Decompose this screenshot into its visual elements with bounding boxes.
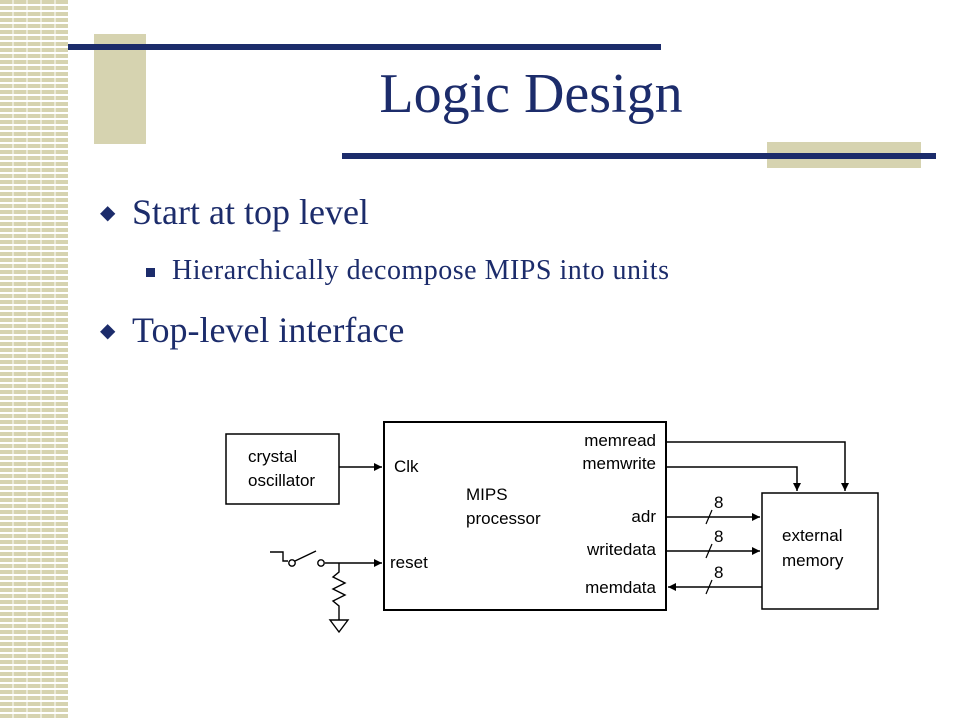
diamond-bullet-icon: ◆	[100, 201, 116, 224]
bullet-item: ◆ Start at top level	[100, 186, 669, 238]
memdata-bus-width: 8	[714, 563, 723, 582]
bullet-text: Top-level interface	[132, 310, 405, 350]
sub-bullet-item: Hierarchically decompose MIPS into units	[100, 238, 669, 304]
memory-label: external	[782, 526, 842, 545]
writedata-port-label: writedata	[586, 540, 657, 559]
bullet-list: ◆ Start at top level Hierarchically deco…	[100, 186, 669, 356]
memwrite-wire	[666, 466, 801, 491]
sub-bullet-text: Hierarchically decompose MIPS into units	[172, 255, 670, 286]
bullet-item: ◆ Top-level interface	[100, 304, 669, 356]
adr-port-label: adr	[631, 507, 656, 526]
memread-port-label: memread	[584, 431, 656, 450]
slide-title: Logic Design	[379, 63, 683, 125]
writedata-bus-slash	[705, 543, 713, 559]
adr-bus-slash	[705, 509, 713, 525]
memdata-bus-slash	[705, 579, 713, 595]
memread-wire	[666, 441, 849, 491]
memdata-port-label: memdata	[585, 578, 656, 597]
processor-label: MIPS	[466, 485, 508, 504]
memwrite-port-label: memwrite	[582, 454, 656, 473]
top-accent-line	[68, 44, 661, 50]
writedata-bus-width: 8	[714, 527, 723, 546]
clk-port-label: Clk	[394, 457, 419, 476]
striped-side-border	[0, 0, 68, 720]
memory-label: memory	[782, 551, 844, 570]
top-accent-block	[94, 34, 146, 144]
bullet-text: Start at top level	[132, 192, 369, 232]
bottom-accent-line	[342, 153, 936, 159]
reset-port-label: reset	[390, 553, 428, 572]
processor-box	[383, 421, 667, 611]
oscillator-box	[225, 433, 340, 505]
processor-label: processor	[466, 509, 541, 528]
reset-switch-icon	[270, 550, 382, 634]
oscillator-label: oscillator	[248, 471, 315, 490]
diamond-bullet-icon: ◆	[100, 319, 116, 342]
adr-bus-width: 8	[714, 493, 723, 512]
oscillator-label: crystal	[248, 447, 297, 466]
memory-box	[761, 492, 879, 610]
